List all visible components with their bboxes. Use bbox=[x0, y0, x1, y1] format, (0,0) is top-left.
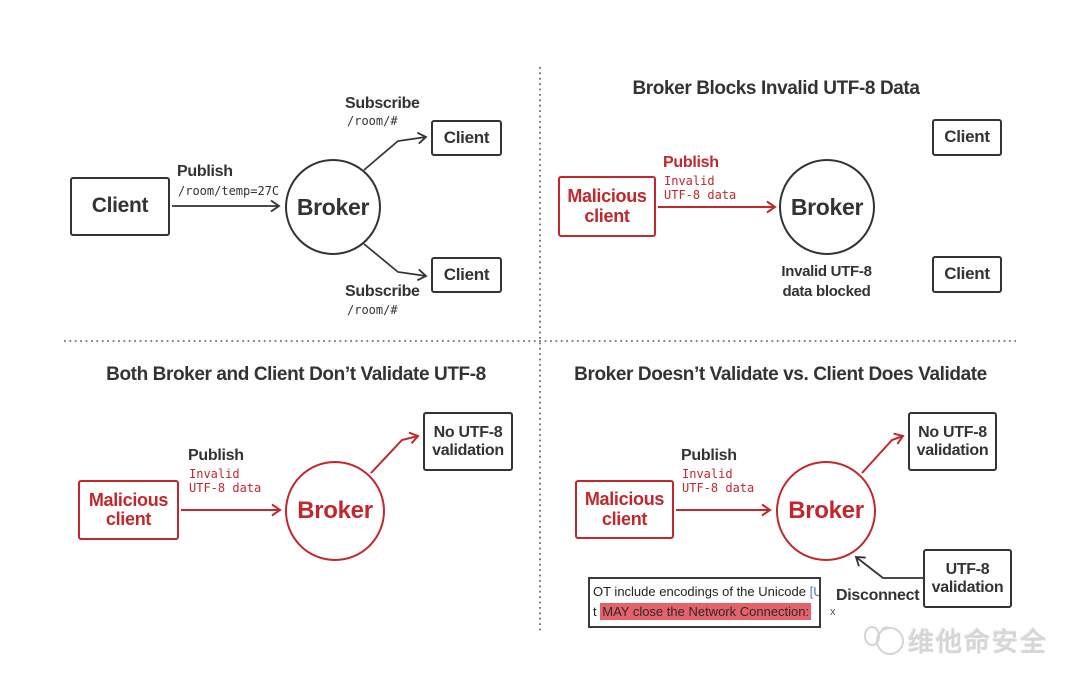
q4-no-validation-line1: No UTF-8 bbox=[918, 424, 987, 442]
q1-subscribe-bottom-label: Subscribe bbox=[345, 283, 420, 300]
q3-broker-label: Broker bbox=[297, 497, 373, 524]
q2-client-bottom-label: Client bbox=[944, 264, 990, 284]
q3-no-validation-line1: No UTF-8 bbox=[433, 424, 503, 442]
q4-malicious-line2: client bbox=[601, 508, 648, 529]
q2-blocked-note: Invalid UTF-8 data blocked bbox=[756, 262, 897, 303]
q4-publish-label: Publish bbox=[681, 447, 737, 464]
q1-subscribe-top-topic: /room/# bbox=[347, 114, 398, 128]
q4-forward-arrow bbox=[861, 432, 905, 474]
q2-client-top-box: Client bbox=[932, 119, 1002, 156]
q1-publish-topic: /room/temp=27C bbox=[178, 184, 280, 198]
q2-payload-line2: UTF-8 data bbox=[664, 188, 737, 202]
spec-snippet-line1-text: OT include encodings of the Unicode bbox=[593, 584, 810, 599]
q3-publish-label: Publish bbox=[188, 447, 244, 464]
q1-client-left-label: Client bbox=[91, 194, 149, 218]
q3-no-validation-box: No UTF-8 validation bbox=[423, 412, 513, 471]
watermark: 维他命安全 bbox=[908, 622, 1048, 659]
q3-malicious-line1: Malicious bbox=[88, 489, 169, 510]
spec-snippet-line2: t MAY close the Network Connection: bbox=[593, 602, 819, 622]
q4-validation-line2: validation bbox=[931, 578, 1004, 596]
q4-no-validation-line2: validation bbox=[916, 441, 989, 459]
q4-validation-line1: UTF-8 bbox=[945, 561, 990, 579]
q3-broker-node: Broker bbox=[285, 461, 385, 561]
q1-client-bottom-box: Client bbox=[431, 257, 502, 293]
q2-malicious-client-box: Malicious client bbox=[558, 176, 656, 237]
q2-client-top-label: Client bbox=[944, 127, 990, 147]
spec-snippet-line2-highlight: MAY close the Network Connection: bbox=[600, 603, 812, 620]
q4-disconnect-label: Disconnect bbox=[836, 587, 920, 604]
q2-payload-line1: Invalid bbox=[664, 174, 715, 188]
q4-utf8-validation-box: UTF-8 validation bbox=[923, 549, 1012, 608]
q4-disconnect-sub: x bbox=[830, 606, 836, 618]
q3-no-validation-line2: validation bbox=[432, 441, 504, 459]
q4-no-validation-box: No UTF-8 validation bbox=[908, 412, 997, 471]
q4-malicious-client-box: Malicious client bbox=[575, 480, 674, 539]
q3-payload-line1: Invalid bbox=[189, 467, 240, 481]
q1-client-top-label: Client bbox=[443, 127, 490, 147]
q1-client-left-box: Client bbox=[70, 177, 170, 236]
q4-spec-snippet-box: OT include encodings of the Unicode [U t… bbox=[588, 577, 821, 628]
q1-broker-node: Broker bbox=[285, 159, 381, 255]
q2-broker-node: Broker bbox=[779, 159, 875, 255]
spec-snippet-line1: OT include encodings of the Unicode [U bbox=[593, 582, 819, 602]
q1-client-top-box: Client bbox=[431, 120, 502, 156]
q1-subscribe-bottom-arrow bbox=[363, 243, 428, 282]
q2-client-bottom-box: Client bbox=[932, 256, 1002, 293]
q4-payload-line1: Invalid bbox=[682, 467, 733, 481]
watermark-text: 维他命安全 bbox=[908, 628, 1049, 658]
spec-snippet-line1-link: [U bbox=[809, 584, 819, 599]
q3-title: Both Broker and Client Don’t Validate UT… bbox=[106, 364, 486, 385]
q1-client-bottom-label: Client bbox=[443, 264, 490, 284]
q3-payload-line2: UTF-8 data bbox=[189, 481, 262, 495]
q2-malicious-line2: client bbox=[584, 205, 630, 226]
q1-subscribe-top-label: Subscribe bbox=[345, 95, 420, 112]
q4-disconnect-arrow bbox=[854, 556, 923, 579]
q2-publish-label: Publish bbox=[663, 154, 719, 171]
q4-payload-line2: UTF-8 data bbox=[682, 481, 755, 495]
q4-title: Broker Doesn’t Validate vs. Client Does … bbox=[574, 364, 987, 385]
q2-malicious-line1: Malicious bbox=[567, 186, 647, 207]
q1-broker-label: Broker bbox=[296, 193, 370, 220]
q2-title: Broker Blocks Invalid UTF-8 Data bbox=[632, 78, 920, 99]
q2-broker-label: Broker bbox=[790, 193, 864, 220]
q4-broker-node: Broker bbox=[776, 461, 876, 561]
q2-blocked-line1: Invalid UTF-8 bbox=[781, 263, 872, 280]
q1-subscribe-bottom-topic: /room/# bbox=[347, 303, 398, 317]
watermark-logo-icon bbox=[864, 626, 904, 655]
q4-malicious-line1: Malicious bbox=[584, 489, 665, 510]
q2-blocked-line2: data blocked bbox=[782, 283, 871, 301]
spec-snippet-line2-prefix: t bbox=[593, 604, 601, 619]
q1-subscribe-top-arrow bbox=[363, 131, 428, 171]
q4-broker-label: Broker bbox=[788, 497, 864, 524]
q3-malicious-line2: client bbox=[105, 509, 152, 529]
q1-publish-label: Publish bbox=[177, 163, 233, 180]
q3-malicious-client-box: Malicious client bbox=[78, 480, 179, 540]
q3-forward-arrow bbox=[370, 431, 420, 474]
